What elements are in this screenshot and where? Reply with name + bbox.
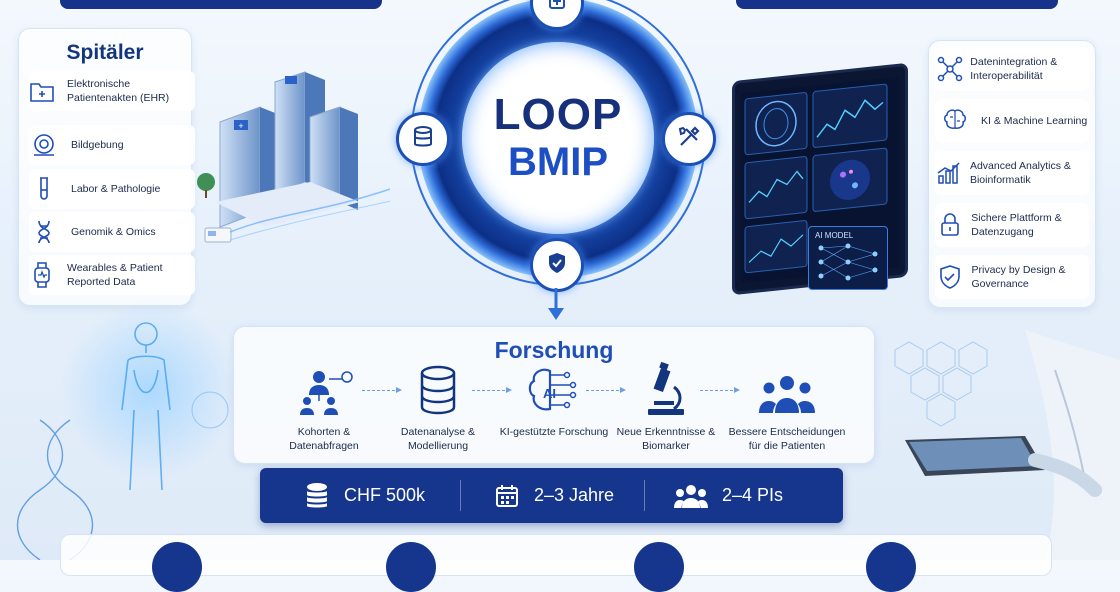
svg-text:AI: AI (543, 386, 556, 401)
ai-model-label: AI MODEL (815, 231, 854, 240)
loop-bmip-core: LOOP BMIP (462, 42, 654, 234)
monitor-charts (744, 83, 888, 274)
platform-item-analytics[interactable]: Advanced Analytics & Bioinformatik (935, 151, 1089, 195)
svg-text:+: + (238, 121, 243, 131)
database-icon (412, 125, 434, 154)
ai-brain-icon: AI (494, 363, 614, 417)
database-icon (378, 363, 498, 417)
hospital-item-label: Wearables & Patient Reported Data (67, 262, 163, 288)
stat-value: CHF 500k (344, 485, 426, 505)
research-step-ai[interactable]: AI KI-gestützte Forschung (494, 363, 614, 439)
research-step-label: KI-gestützte Forschung (499, 426, 609, 438)
ehr-folder-icon (29, 76, 55, 106)
funding-stats-bar: CHF 500k 2–3 Jahre 2–4 PIs (260, 468, 843, 523)
network-icon (935, 54, 964, 84)
microscope-icon (606, 361, 726, 417)
research-step-cohorts[interactable]: Kohorten & Datenabfragen (264, 363, 384, 453)
lock-icon (935, 210, 965, 240)
hospital-item-lab[interactable]: Labor & Pathologie (29, 169, 195, 209)
center-bottom-badge (530, 238, 584, 292)
platform-item-integration[interactable]: Datenintegration & Interoperabilität (935, 47, 1089, 91)
stat-value: 2–4 PIs (722, 485, 784, 505)
research-title: Forschung (494, 337, 614, 363)
platform-item-label: Datenintegration & Interoperabilität (970, 56, 1058, 82)
mri-scanner-icon (29, 130, 59, 160)
hospital-item-label: Bildgebung (71, 139, 124, 151)
people-icon (722, 363, 852, 417)
stat-duration: 2–3 Jahre (494, 468, 614, 523)
stat-value: 2–3 Jahre (534, 485, 615, 505)
bottom-icon-circle-3 (634, 542, 684, 592)
bottom-icon-circle-1 (152, 542, 202, 592)
bottom-icon-circle-2 (386, 542, 436, 592)
research-step-label: Neue Erkenntnisse & Biomarker (616, 426, 716, 452)
flow-arrow (472, 387, 512, 393)
team-icon (674, 484, 708, 508)
human-body-dna-illustration (16, 300, 240, 560)
core-title-bmip: BMIP (508, 140, 608, 184)
down-arrow (548, 288, 564, 320)
wrench-screwdriver-icon (677, 125, 701, 154)
stat-budget: CHF 500k (304, 468, 425, 523)
analytics-monitor (732, 62, 908, 296)
platform-item-label: Sichere Plattform & Datenzugang (971, 212, 1062, 238)
top-banner-left (60, 0, 382, 9)
neural-network-icon (818, 243, 878, 281)
doctor-tablet-illustration (894, 330, 1120, 560)
hospital-item-genomics[interactable]: Genomik & Omics (29, 212, 195, 252)
dna-icon (29, 217, 59, 247)
hospital-item-imaging[interactable]: Bildgebung (29, 125, 195, 165)
platform-item-label: KI & Machine Learning (981, 115, 1088, 127)
stat-separator (460, 480, 461, 511)
platform-item-security[interactable]: Sichere Plattform & Datenzugang (935, 203, 1089, 247)
bar-chart-icon (935, 158, 964, 188)
flow-arrow (700, 387, 740, 393)
monitor-screen (741, 76, 899, 284)
calendar-icon (494, 483, 520, 509)
hospital-item-label: Labor & Pathologie (71, 183, 161, 195)
test-tube-icon (29, 174, 59, 204)
platform-item-privacy[interactable]: Privacy by Design & Governance (935, 255, 1089, 299)
hospital-item-wearables[interactable]: Wearables & Patient Reported Data (29, 255, 195, 295)
platform-panel: Datenintegration & Interoperabilität KI … (928, 40, 1096, 308)
research-step-analysis[interactable]: Datenanalyse & Modellierung (378, 363, 498, 453)
hospital-item-ehr[interactable]: Elektronische Patientenakten (EHR) (29, 71, 195, 111)
platform-item-ai[interactable]: KI & Machine Learning (935, 99, 1089, 143)
hospital-item-label: Elektronische Patientenakten (EHR) (67, 78, 170, 104)
research-step-label: Datenanalyse & Modellierung (400, 426, 476, 452)
research-step-label: Kohorten & Datenabfragen (289, 426, 359, 452)
hospitals-panel: Spitäler Elektronische Patientenakten (E… (18, 28, 195, 306)
hospital-item-label: Genomik & Omics (71, 226, 156, 238)
smartwatch-icon (29, 260, 55, 290)
flow-arrow (362, 387, 402, 393)
hospitals-title: Spitäler (66, 41, 144, 64)
bottom-icon-circle-4 (866, 542, 916, 592)
hospital-buildings-illustration: + (197, 71, 390, 243)
brain-icon (935, 106, 975, 136)
core-title-loop: LOOP (493, 90, 623, 139)
stat-separator (644, 480, 645, 511)
stat-team: 2–4 PIs (674, 468, 783, 523)
center-left-badge (396, 112, 450, 166)
center-right-badge (662, 112, 716, 166)
flow-arrow (586, 387, 626, 393)
top-banner-right (736, 0, 1058, 9)
research-step-decisions[interactable]: Bessere Entscheidungen für die Patienten (722, 363, 852, 453)
platform-item-label: Advanced Analytics & Bioinformatik (969, 160, 1071, 186)
coins-icon (304, 482, 330, 510)
shield-check-icon (935, 262, 966, 292)
research-step-label: Bessere Entscheidungen für die Patienten (728, 426, 846, 452)
platform-item-label: Privacy by Design & Governance (971, 264, 1066, 290)
cohort-icon (264, 363, 384, 417)
ai-model-card: AI MODEL (808, 226, 888, 290)
research-panel: Forschung Kohorten & Datenabfragen Daten… (233, 326, 875, 464)
shield-check-icon (546, 251, 568, 280)
research-step-insights[interactable]: Neue Erkenntnisse & Biomarker (606, 361, 726, 453)
hospital-cross-icon (547, 0, 567, 16)
